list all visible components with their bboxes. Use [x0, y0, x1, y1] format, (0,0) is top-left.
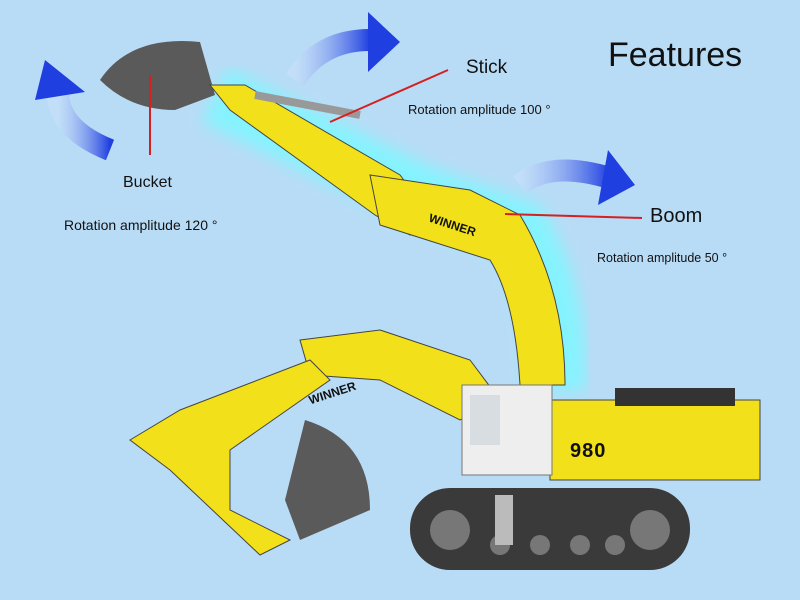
- bucket-amplitude: Rotation amplitude 120 °: [64, 217, 218, 233]
- page-title: Features: [608, 36, 743, 74]
- bucket-label: Bucket: [123, 174, 172, 191]
- boom-label: Boom: [650, 205, 703, 227]
- stick-pointer-line: [329, 69, 449, 123]
- stick-rotation-arrow-icon: [285, 12, 400, 87]
- bucket-rotation-arrow-icon: [35, 60, 115, 161]
- lower-stick: [129, 359, 331, 556]
- boom-pointer-line: [504, 213, 643, 219]
- model-number: 980: [570, 440, 607, 462]
- raised-boom: [369, 174, 566, 386]
- raised-bucket: [100, 41, 215, 110]
- stick-label: Stick: [466, 57, 508, 78]
- boom-amplitude: Rotation amplitude 50 °: [597, 251, 728, 265]
- stick-amplitude: Rotation amplitude 100 °: [408, 102, 551, 117]
- boom-rotation-arrow-icon: [512, 150, 635, 205]
- lower-bucket: [285, 420, 370, 540]
